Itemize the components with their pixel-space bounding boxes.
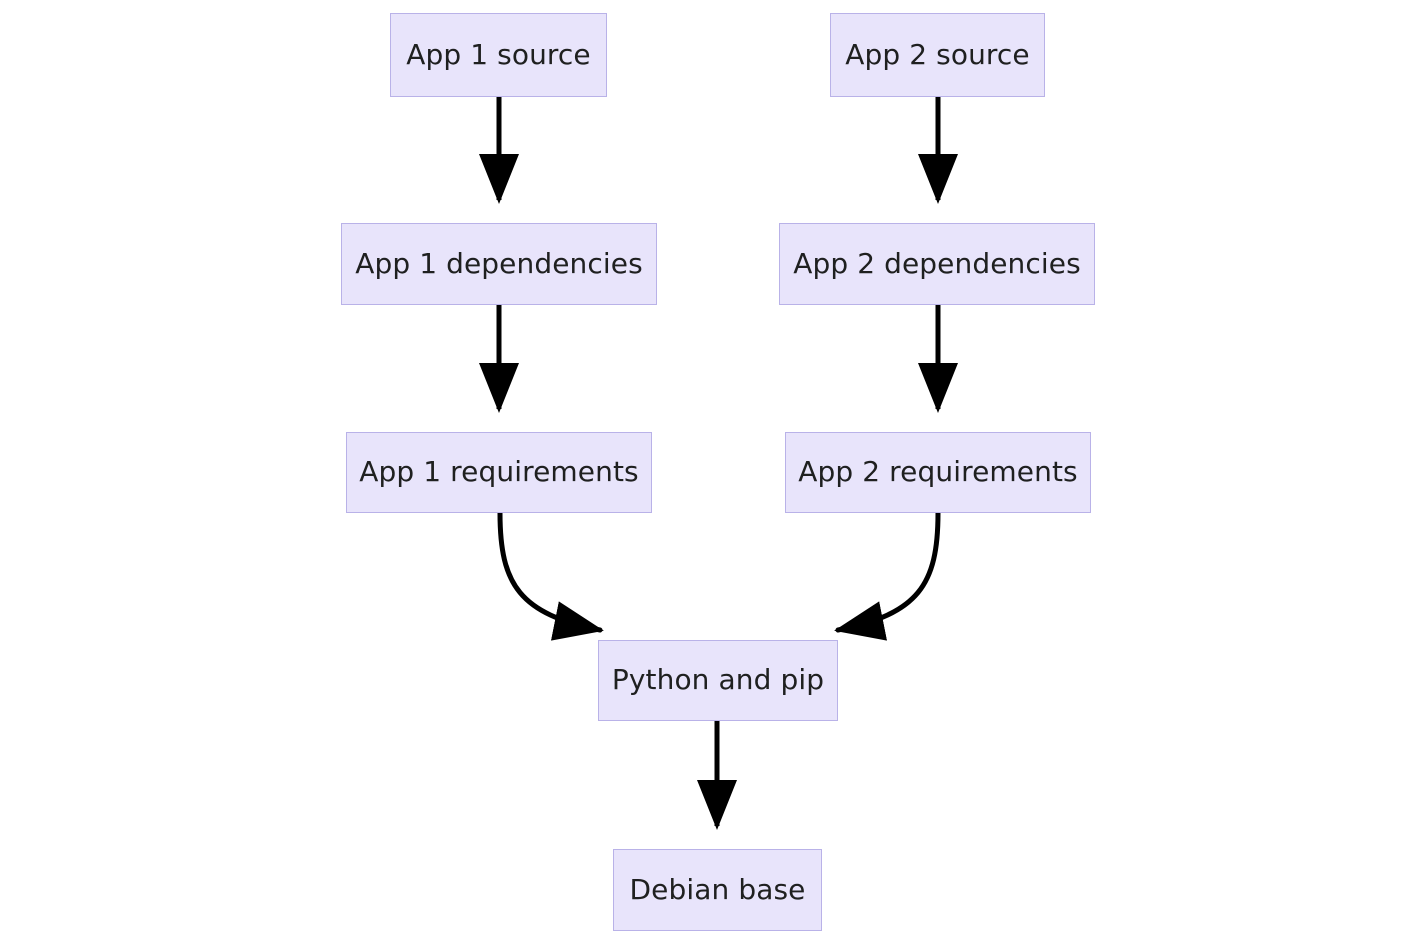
edge-app1-requirements-to-python-and-pip (497, 510, 604, 641)
node-label: App 1 requirements (359, 455, 639, 489)
node-app2-source[interactable]: App 2 source (830, 13, 1045, 97)
node-label: App 2 source (845, 37, 1030, 71)
edge-app2-requirements-to-python-and-pip (834, 510, 941, 641)
node-label: Python and pip (611, 663, 825, 697)
node-label: App 2 requirements (798, 455, 1078, 489)
node-label: App 1 dependencies (355, 246, 643, 280)
node-app2-dependencies[interactable]: App 2 dependencies (779, 223, 1095, 305)
node-label: App 1 source (406, 37, 591, 71)
node-label: App 2 dependencies (793, 246, 1081, 280)
node-python-and-pip[interactable]: Python and pip (598, 640, 838, 721)
node-app1-requirements[interactable]: App 1 requirements (346, 432, 652, 513)
node-app2-requirements[interactable]: App 2 requirements (785, 432, 1091, 513)
node-app1-source[interactable]: App 1 source (390, 13, 607, 97)
node-label: Debian base (629, 872, 806, 906)
node-debian-base[interactable]: Debian base (613, 849, 822, 931)
node-app1-dependencies[interactable]: App 1 dependencies (341, 223, 657, 305)
